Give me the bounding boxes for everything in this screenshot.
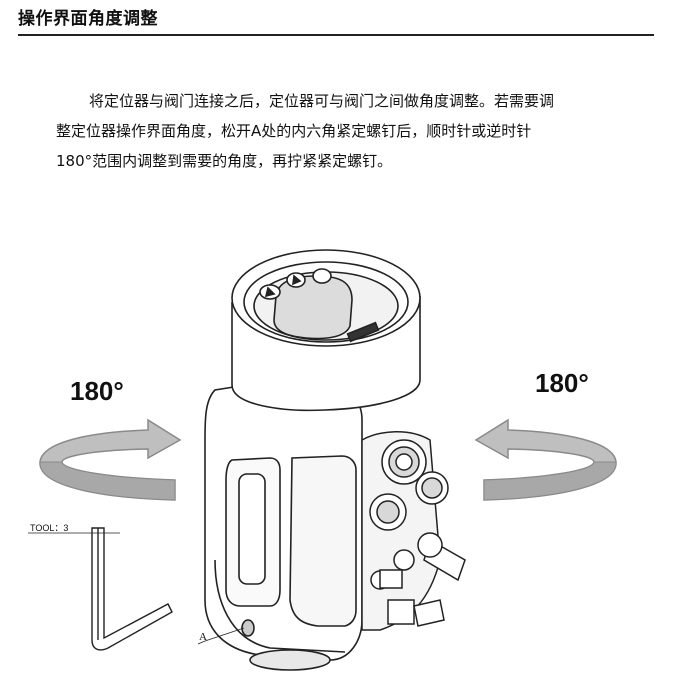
title-divider xyxy=(18,34,654,36)
screw-leader-line xyxy=(204,627,245,642)
section-title: 操作界面角度调整 xyxy=(18,9,158,29)
paragraph-line-3: 180°范围内调整到需要的角度，再拧紧紧定螺钉。 xyxy=(56,152,393,170)
counterclockwise-arrow-icon xyxy=(474,418,617,501)
pneumatic-ports xyxy=(361,431,466,631)
instruction-paragraph: 将定位器与阀门连接之后，定位器可与阀门之间做角度调整。若需要调 整定位器操作界面… xyxy=(56,86,616,176)
left-angle-label: 180° xyxy=(70,376,124,406)
paragraph-line-2: 整定位器操作界面角度，松开A处的内六角紧定螺钉后，顺时针或逆时针 xyxy=(56,122,532,140)
hex-key-icon xyxy=(91,527,173,651)
screw-a-label: A xyxy=(199,631,207,643)
right-angle-label: 180° xyxy=(535,368,589,398)
clockwise-arrow-icon xyxy=(39,418,182,501)
tool-label: TOOL：3 xyxy=(30,523,69,533)
paragraph-line-1: 将定位器与阀门连接之后，定位器可与阀门之间做角度调整。若需要调 xyxy=(89,92,555,110)
positioner-head xyxy=(231,249,421,412)
positioner-body xyxy=(204,385,363,671)
